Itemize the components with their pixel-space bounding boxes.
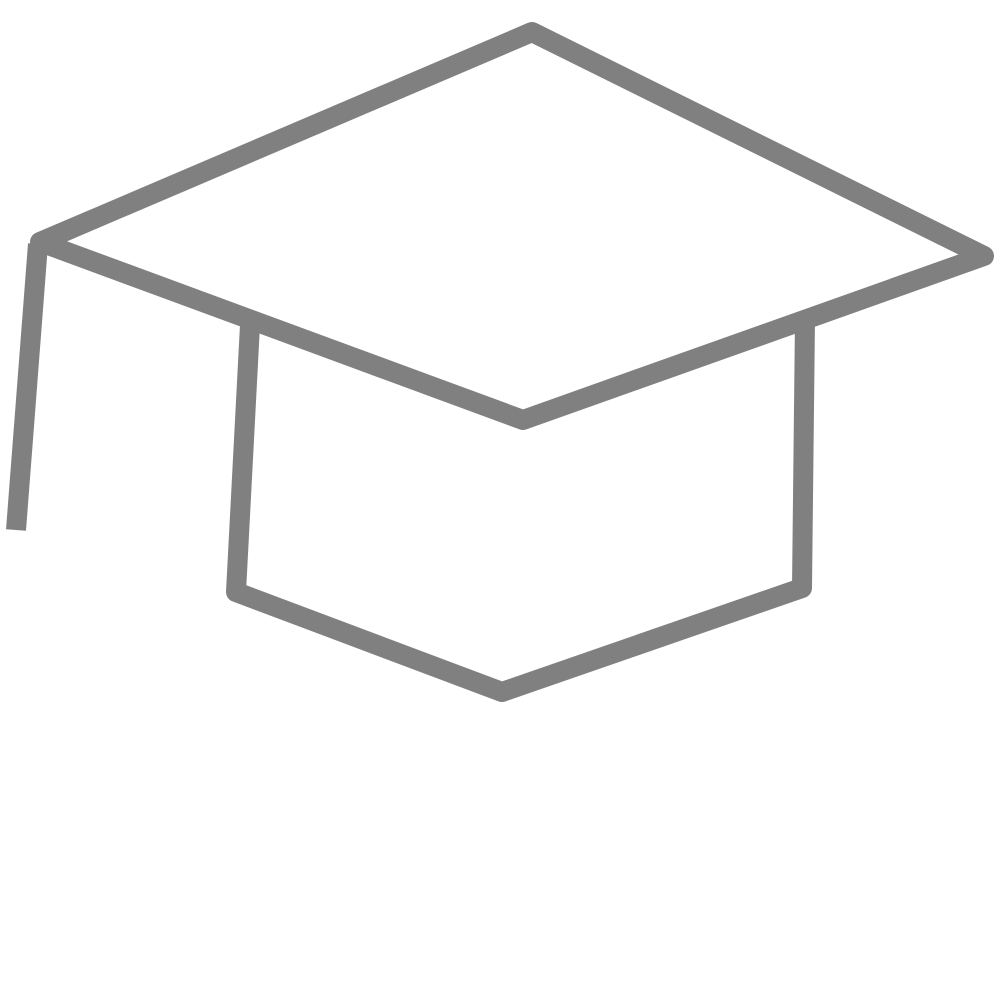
cap-outline-group bbox=[6, 22, 994, 702]
cap-band bbox=[226, 317, 815, 702]
tassel-cord bbox=[6, 243, 48, 531]
mortarboard-top bbox=[30, 22, 994, 430]
